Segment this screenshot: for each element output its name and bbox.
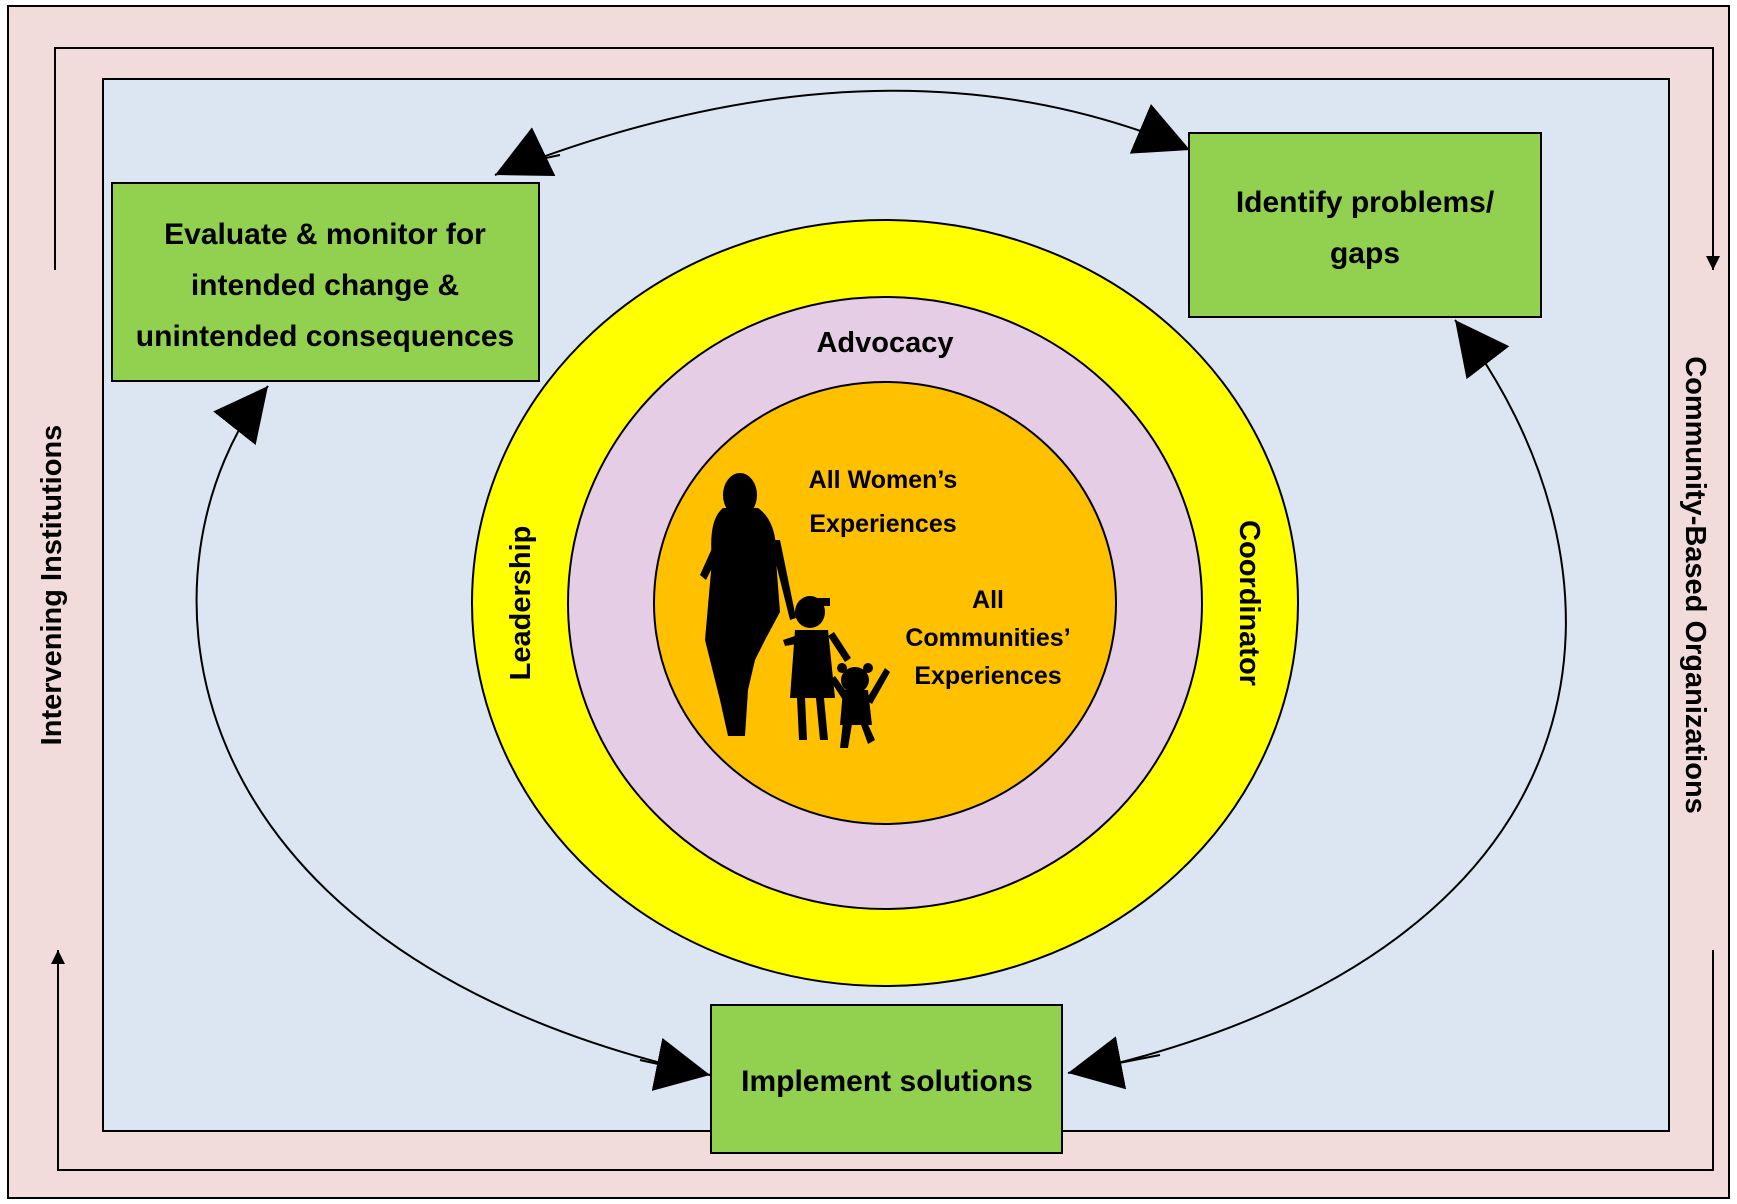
women-experiences-line2: Experiences: [809, 510, 956, 538]
identify-box-line2: gaps: [1330, 237, 1400, 270]
coordinator-label: Coordinator: [1233, 520, 1265, 686]
top-frame-arrow-path: [54, 47, 1720, 270]
evaluate-box-line1: Evaluate & monitor for: [164, 218, 486, 251]
left-side-label: Intervening Institutions: [36, 425, 68, 746]
evaluate-box-line2: intended change &: [191, 269, 459, 302]
bottom-frame-arrow-path: [51, 950, 1714, 1171]
cycle-arrow-right-start: [1067, 1036, 1161, 1090]
implement-box: [710, 1004, 1063, 1154]
advocacy-label: Advocacy: [816, 327, 953, 359]
cycle-arrow-left-start: [639, 1037, 711, 1091]
identify-box: [1188, 132, 1542, 318]
evaluate-box-line3: unintended consequences: [136, 320, 514, 353]
experiences-core: [653, 381, 1117, 825]
cycle-arrow-right: [1089, 319, 1567, 1071]
cycle-arrow-top: [494, 89, 1191, 176]
leadership-label: Leadership: [505, 526, 537, 681]
identify-box-line1: Identify problems/: [1236, 186, 1495, 219]
communities-experiences-line3: Experiences: [914, 662, 1061, 690]
cycle-arrow-top-start: [494, 127, 561, 176]
right-side-label: Community-Based Organizations: [1679, 356, 1711, 814]
implement-box-line1: Implement solutions: [741, 1065, 1033, 1098]
evaluate-box: [111, 182, 540, 382]
mother-and-children-silhouette-icon: [700, 473, 890, 748]
women-experiences-line1: All Women’s: [809, 466, 958, 494]
cycle-arrow-left: [195, 385, 711, 1076]
communities-experiences-line2: Communities’: [905, 624, 1070, 652]
communities-experiences-line1: All: [972, 586, 1004, 614]
